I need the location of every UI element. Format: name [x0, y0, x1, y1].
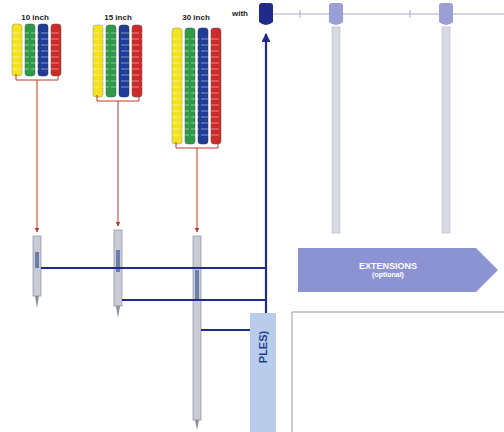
sensor-bars-15	[93, 25, 142, 97]
grey-probes	[33, 230, 201, 430]
connector-label: with	[232, 9, 248, 18]
size-label: 10 inch	[21, 13, 49, 22]
size-label: 15 inch	[104, 13, 132, 22]
blue-wires	[41, 34, 266, 330]
section-band: PLES)	[250, 313, 276, 432]
sensor-bars-30	[172, 28, 221, 144]
arrow-title: EXTENSIONS	[359, 261, 417, 271]
extension-arrow: EXTENSIONS(optional)	[298, 248, 498, 292]
size-label: 30 inch	[182, 13, 210, 22]
sensor-bars-10	[12, 24, 61, 76]
extension-cable	[259, 3, 504, 233]
arrow-note: (optional)	[372, 271, 404, 279]
band-heading: PLES)	[257, 331, 269, 363]
panel-box	[292, 312, 504, 432]
red-brackets	[16, 74, 218, 232]
